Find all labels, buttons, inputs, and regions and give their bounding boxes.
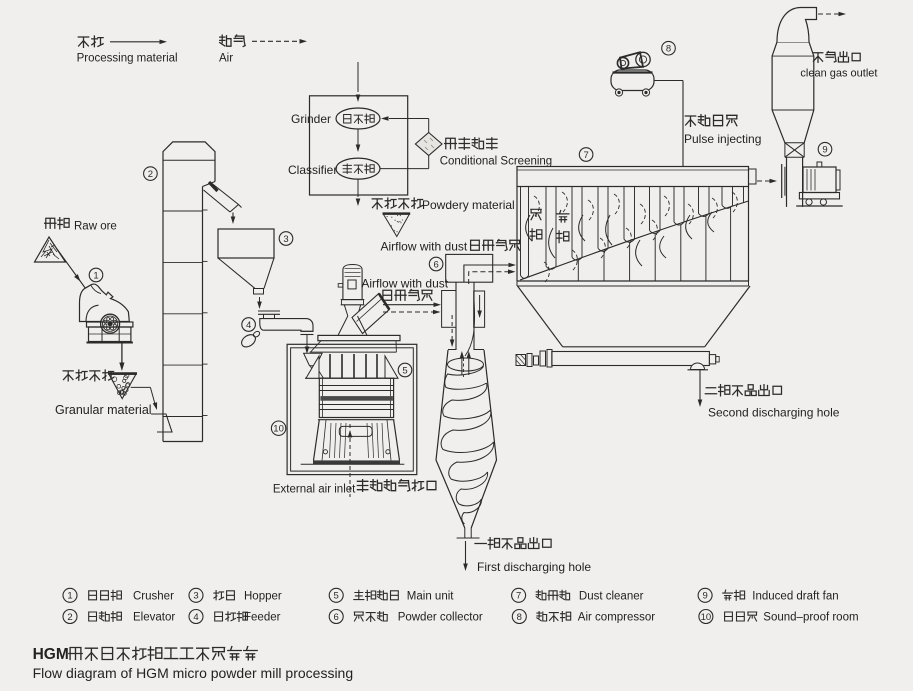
svg-text:7: 7: [516, 591, 521, 602]
svg-text:Crusher: Crusher: [133, 591, 174, 603]
svg-text:Classifier: Classifier: [288, 163, 337, 177]
svg-text:3: 3: [283, 234, 288, 245]
svg-text:Air: Air: [219, 53, 233, 65]
svg-text:clean gas outlet: clean gas outlet: [800, 68, 877, 80]
svg-text:Dust cleaner: Dust cleaner: [579, 591, 644, 603]
svg-text:6: 6: [334, 612, 339, 623]
svg-text:3: 3: [193, 591, 198, 602]
svg-text:Sound–proof room: Sound–proof room: [763, 612, 858, 624]
svg-text:Induced draft fan: Induced draft fan: [752, 591, 838, 603]
svg-text:Pulse injecting: Pulse injecting: [684, 132, 761, 146]
svg-text:5: 5: [334, 591, 339, 602]
svg-text:HGM: HGM: [33, 646, 69, 663]
svg-text:10: 10: [273, 424, 284, 435]
svg-text:2: 2: [148, 169, 153, 180]
svg-text:Main unit: Main unit: [407, 591, 454, 603]
svg-text:1: 1: [67, 591, 72, 602]
svg-text:4: 4: [246, 320, 251, 331]
svg-text:Second discharging hole: Second discharging hole: [708, 406, 840, 420]
svg-text:Conditional Screening: Conditional Screening: [440, 156, 553, 168]
svg-text:Air compressor: Air compressor: [578, 612, 655, 624]
svg-text:Airflow with dust: Airflow with dust: [361, 277, 448, 291]
svg-text:Raw ore: Raw ore: [74, 221, 117, 233]
svg-text:5: 5: [402, 365, 407, 376]
svg-text:Flow diagram of HGM micro powd: Flow diagram of HGM micro powder mill pr…: [33, 665, 354, 681]
svg-text:Hopper: Hopper: [244, 591, 282, 603]
svg-text:Processing material: Processing material: [77, 53, 178, 65]
svg-text:4: 4: [193, 612, 198, 623]
svg-text:7: 7: [583, 150, 588, 161]
svg-text:Powdery material: Powdery material: [422, 198, 515, 212]
svg-text:Powder collector: Powder collector: [398, 612, 483, 624]
svg-text:Grinder: Grinder: [291, 112, 331, 126]
svg-text:8: 8: [517, 612, 522, 623]
svg-text:First discharging hole: First discharging hole: [477, 560, 591, 574]
svg-text:9: 9: [702, 591, 707, 602]
svg-text:Airflow with dust: Airflow with dust: [381, 240, 468, 254]
svg-text:Granular material: Granular material: [55, 403, 152, 417]
svg-text:8: 8: [666, 44, 671, 55]
svg-text:1: 1: [93, 270, 98, 281]
svg-text:External air inlet: External air inlet: [273, 484, 356, 496]
svg-text:Elevator: Elevator: [133, 612, 175, 624]
svg-text:10: 10: [701, 612, 712, 623]
svg-text:2: 2: [67, 612, 72, 623]
svg-text:9: 9: [822, 145, 827, 156]
svg-text:6: 6: [433, 259, 438, 270]
svg-text:Feeder: Feeder: [244, 612, 281, 624]
